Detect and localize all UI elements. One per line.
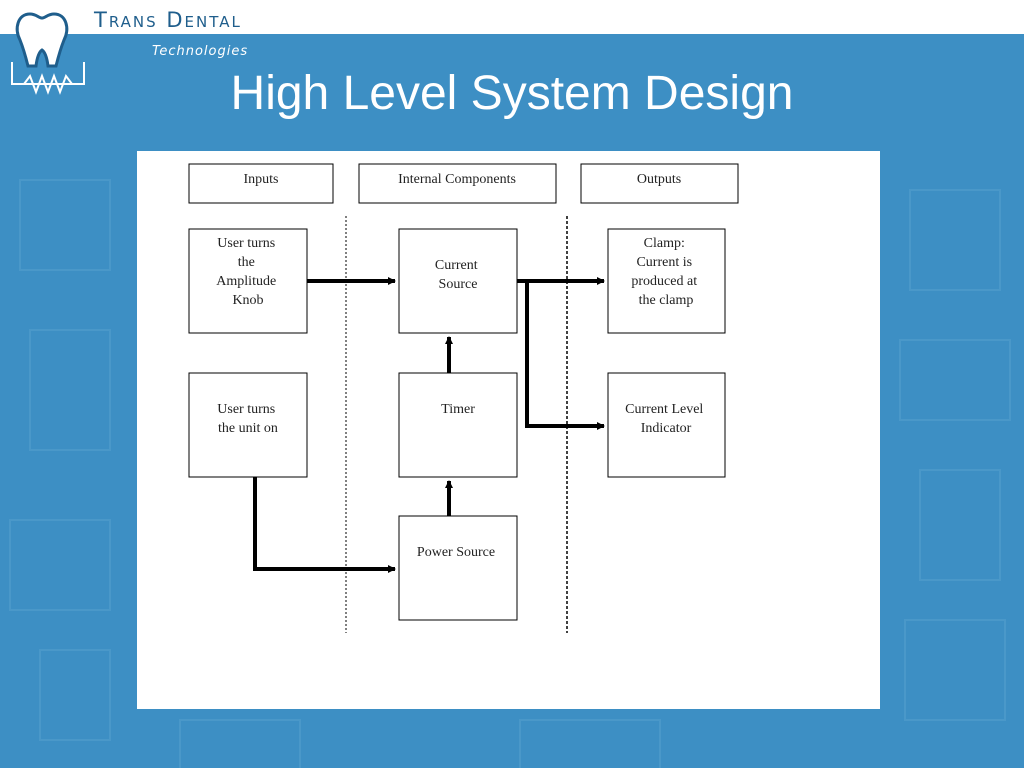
node-current-level-indicator: Current Level Indicator [607,372,726,478]
header-outputs: Outputs [580,163,739,204]
header-inputs: Inputs [188,163,334,204]
header-outputs-label: Outputs [637,172,681,187]
node-current-source: Current Source [398,228,518,334]
svg-text:Power Source: Power Source [417,545,495,560]
slide-title: High Level System Design [230,67,794,120]
svg-text:User turns the: User turns the Amplitude Knob [216,236,279,308]
svg-text:User turns the unit on: User turns the unit on [217,402,278,436]
tooth-icon [11,12,85,95]
system-diagram: Inputs Internal Components Outputs User … [137,151,880,709]
header-internal-components: Internal Components [358,163,557,204]
company-logo: Trans Dental Technologies [8,4,248,96]
header-inputs-label: Inputs [244,172,279,187]
node-unit-on: User turns the unit on [188,372,308,478]
node-power-source: Power Source [398,515,518,621]
svg-text:Current Source: Current Source [435,258,481,292]
header-band [0,0,1024,34]
arrow-current-source-to-indicator [525,281,605,430]
arrow-unit-on-to-power-source [253,477,396,573]
svg-text:Current Level Indicato: Current Level Indicator [625,402,707,436]
svg-text:Clamp: Current is: Clamp: Current is produced at the clamp [631,236,700,308]
node-amplitude-knob: User turns the Amplitude Knob [188,228,308,334]
svg-text:Timer: Timer [441,402,475,417]
logo-title: Trans Dental [94,8,242,32]
header-internal-label: Internal Components [398,172,516,187]
node-clamp: Clamp: Current is produced at the clamp [607,228,726,334]
logo-subtitle: Technologies [152,44,249,59]
node-timer: Timer [398,372,518,478]
